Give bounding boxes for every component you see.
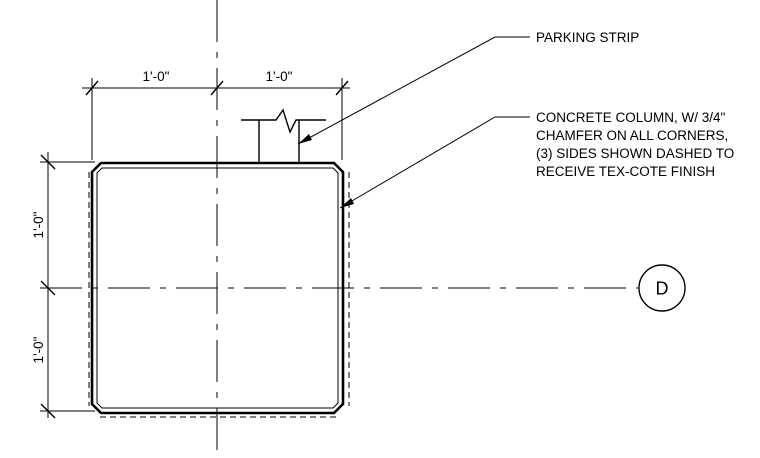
concrete-column — [90, 161, 345, 415]
dimension-tick — [40, 280, 56, 296]
note-line: CHAMFER ON ALL CORNERS, — [536, 128, 728, 143]
left-dimension-string — [40, 152, 95, 419]
dimension-tick — [40, 154, 56, 170]
leader-column-note — [339, 116, 530, 209]
top-dimension-string — [82, 78, 350, 160]
grid-bubble-label: D — [656, 279, 669, 299]
dimension-tick — [85, 80, 99, 96]
dimension-text-top-right: 1'-0" — [266, 69, 293, 84]
dimension-text-top-left: 1'-0" — [143, 69, 170, 84]
leader-parking-strip — [297, 36, 530, 145]
dimension-tick — [210, 80, 224, 96]
break-line — [241, 108, 326, 134]
note-line: (3) SIDES SHOWN DASHED TO — [536, 146, 734, 161]
leader-arrowhead — [340, 198, 354, 208]
note-line: RECEIVE TEX-COTE FINISH — [536, 164, 715, 179]
note-line: CONCRETE COLUMN, W/ 3/4" — [536, 110, 726, 125]
dimension-text-side-lower: 1'-0" — [31, 336, 46, 363]
tex-cote-finish-dashed-lines — [88, 172, 350, 418]
dimension-tick — [335, 80, 349, 96]
leader-arrowhead — [298, 134, 312, 144]
column-chamfer-edge — [96, 167, 339, 409]
parking-strip — [241, 108, 326, 163]
grid-bubble-d — [638, 264, 686, 312]
label-parking-strip: PARKING STRIP — [536, 30, 639, 45]
dimension-tick — [40, 403, 56, 419]
dimension-text-side-upper: 1'-0" — [31, 211, 46, 238]
